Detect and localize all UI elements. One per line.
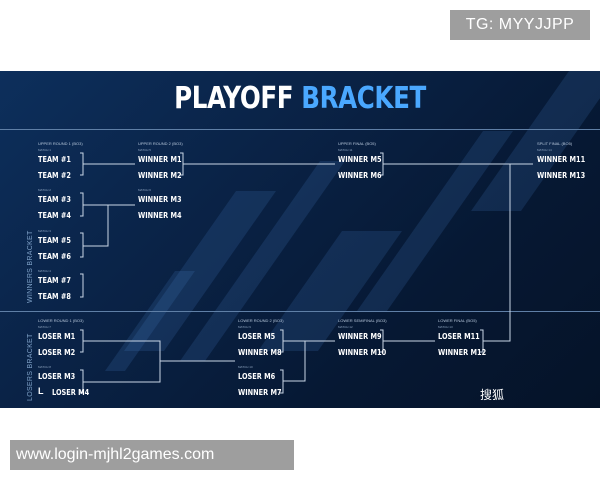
round-label-upper-r2: UPPER ROUND 2 (BO3) bbox=[138, 141, 183, 146]
team-slot: TEAM #7 bbox=[38, 276, 71, 285]
match-label: MATCH 3 bbox=[38, 229, 51, 233]
match-label: MATCH 7 bbox=[38, 325, 51, 329]
brand-logo-icon: L bbox=[38, 386, 44, 396]
title-part-playoff: PLAYOFF bbox=[174, 81, 294, 116]
round-label-lower-final: LOWER FINAL (BO5) bbox=[438, 318, 477, 323]
round-label-lower-r2: LOWER ROUND 2 (BO3) bbox=[238, 318, 284, 323]
winners-bracket-label: WINNERS BRACKET bbox=[27, 230, 34, 303]
divider-top bbox=[0, 129, 600, 130]
match-label: MATCH 4 bbox=[38, 269, 51, 273]
match-label: MATCH 13 bbox=[438, 325, 453, 329]
team-slot: WINNER M12 bbox=[438, 348, 487, 357]
match-label: MATCH 8 bbox=[38, 365, 51, 369]
team-slot: TEAM #5 bbox=[38, 236, 71, 245]
round-label-upper-final: UPPER FINAL (BO5) bbox=[338, 141, 376, 146]
team-slot: TEAM #1 bbox=[38, 155, 71, 164]
team-slot: WINNER M3 bbox=[138, 195, 182, 204]
match-label: MATCH 9 bbox=[238, 325, 251, 329]
match-label: MATCH 11 bbox=[338, 148, 353, 152]
team-slot: TEAM #3 bbox=[38, 195, 71, 204]
match-label: MATCH 14 bbox=[537, 148, 552, 152]
team-slot: WINNER M10 bbox=[338, 348, 387, 357]
bracket-poster: PLAYOFF BRACKET bbox=[0, 71, 600, 408]
team-slot: LOSER M3 bbox=[38, 372, 76, 381]
team-slot: LOSER M5 bbox=[238, 332, 276, 341]
team-slot: TEAM #8 bbox=[38, 292, 71, 301]
losers-bracket-label: LOSERS BRACKET bbox=[27, 333, 34, 401]
team-slot: TEAM #6 bbox=[38, 252, 71, 261]
team-slot: LOSER M11 bbox=[438, 332, 480, 341]
team-slot: WINNER M9 bbox=[338, 332, 382, 341]
title-part-bracket: BRACKET bbox=[301, 81, 426, 116]
round-label-lower-r1: LOWER ROUND 1 (BO3) bbox=[38, 318, 84, 323]
team-slot: WINNER M5 bbox=[338, 155, 382, 164]
team-slot: WINNER M8 bbox=[238, 348, 282, 357]
match-label: MATCH 1 bbox=[38, 148, 51, 152]
tg-badge: TG: MYYJJPP bbox=[450, 10, 590, 40]
round-label-split-final: SPLIT FINAL (BO5) bbox=[537, 141, 573, 146]
page-title: PLAYOFF BRACKET bbox=[54, 81, 546, 116]
match-label: MATCH 2 bbox=[38, 188, 51, 192]
watermark: 搜狐 bbox=[480, 388, 505, 402]
bracket-connectors bbox=[80, 152, 533, 394]
team-slot: WINNER M4 bbox=[138, 211, 182, 220]
team-slot: WINNER M7 bbox=[238, 388, 282, 397]
team-slot: WINNER M6 bbox=[338, 171, 382, 180]
match-label: MATCH 12 bbox=[338, 325, 353, 329]
round-label-upper-r1: UPPER ROUND 1 (BO3) bbox=[38, 141, 83, 146]
team-slot: WINNER M13 bbox=[537, 171, 586, 180]
team-slot: TEAM #2 bbox=[38, 171, 71, 180]
url-caption: www.login-mjhl2games.com bbox=[10, 440, 294, 470]
team-slot: WINNER M2 bbox=[138, 171, 182, 180]
match-label: MATCH 6 bbox=[138, 188, 151, 192]
match-label: MATCH 10 bbox=[238, 365, 253, 369]
team-slot: LOSER M2 bbox=[38, 348, 76, 357]
team-slot: WINNER M11 bbox=[537, 155, 586, 164]
team-slot: LOSER M1 bbox=[38, 332, 76, 341]
team-slot: TEAM #4 bbox=[38, 211, 71, 220]
team-slot: LOSER M6 bbox=[238, 372, 276, 381]
match-label: MATCH 5 bbox=[138, 148, 151, 152]
team-slot: LOSER M4 bbox=[52, 388, 90, 397]
team-slot: WINNER M1 bbox=[138, 155, 182, 164]
round-label-lower-semi: LOWER SEMIFINAL (BO3) bbox=[338, 318, 387, 323]
divider-middle bbox=[0, 311, 600, 312]
